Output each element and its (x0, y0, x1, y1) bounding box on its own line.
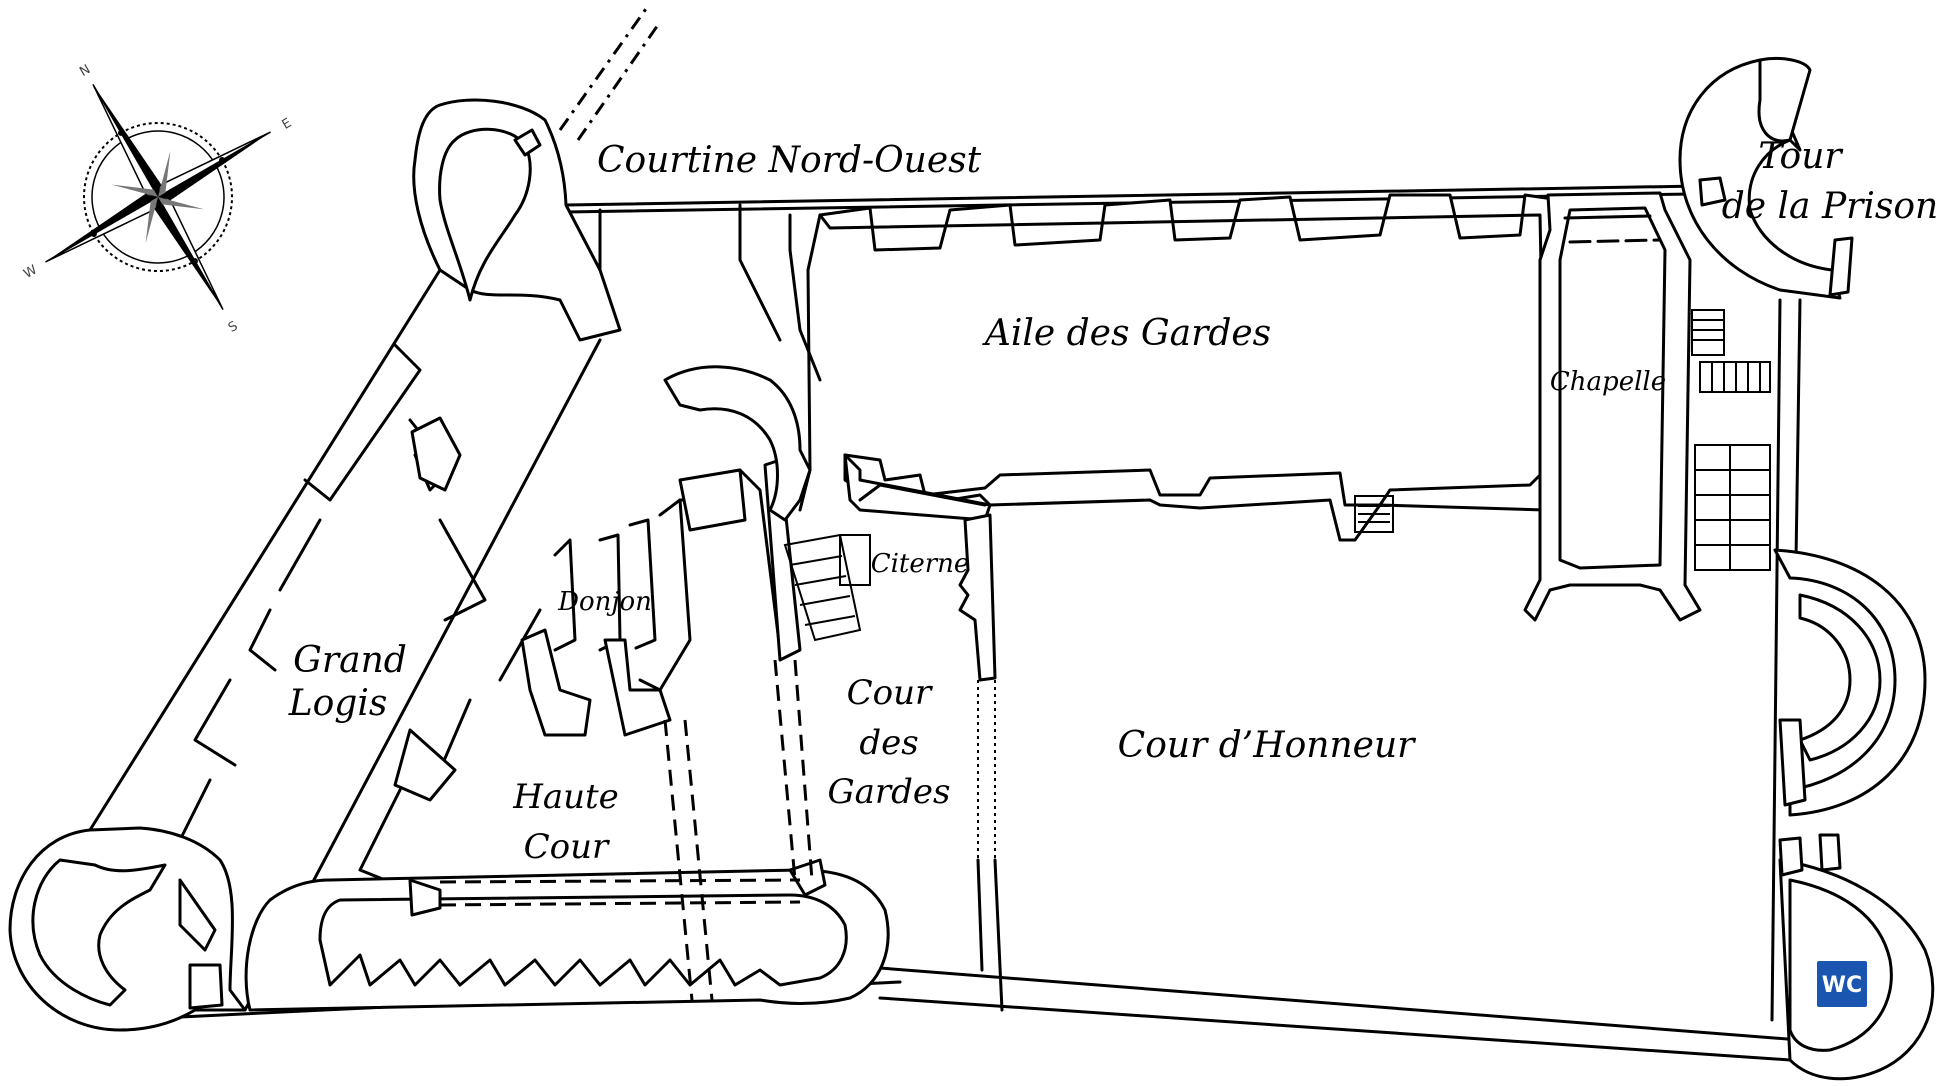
donjon-building (520, 458, 802, 737)
compass-south-letter: S (226, 319, 241, 336)
label-donjon: Donjon (557, 587, 652, 617)
label-aile-des-gardes: Aile des Gardes (982, 313, 1271, 354)
courtyard-dividers (439, 659, 1004, 1012)
label-grand-line2: Logis (288, 683, 388, 724)
citerne-area (783, 453, 997, 682)
label-cour-gardes-line1: Cour (847, 673, 933, 713)
tour-de-la-prison (1678, 56, 1854, 300)
label-cour-gardes-line3: Gardes (827, 772, 950, 812)
label-courtine-nord-ouest: Courtine Nord-Ouest (597, 140, 982, 181)
chapelle-building (1523, 191, 1702, 622)
east-half-tower (1773, 548, 1927, 817)
label-citerne: Citerne (871, 549, 970, 579)
citerne-stair (783, 533, 862, 642)
wc-icon: WC (1815, 959, 1869, 1009)
compass-west-letter: W (21, 263, 40, 282)
south-west-tower (8, 826, 247, 1032)
north-west-tower (412, 98, 622, 342)
label-haute-line1: Haute (512, 777, 619, 817)
haute-cour-south-wall (244, 858, 890, 1012)
label-cour-honneur: Cour d’Honneur (1118, 725, 1416, 766)
compass-east-letter: E (280, 116, 295, 133)
wc-label: WC (1822, 973, 1862, 998)
compass-rose-icon: N S E W (21, 62, 295, 336)
aile-des-gardes-building (598, 193, 1577, 542)
grand-logis-building (88, 268, 602, 1012)
label-cour-gardes-line2: des (859, 723, 918, 763)
compass-north-letter: N (77, 62, 93, 80)
south-east-tower (1778, 833, 1935, 1081)
aile-stair (1354, 495, 1394, 533)
east-stairs (1691, 309, 1771, 571)
label-tour-line2: de la Prison (1722, 186, 1939, 227)
label-haute-line2: Cour (524, 827, 610, 867)
label-chapelle: Chapelle (1550, 367, 1666, 397)
label-grand-line1: Grand (293, 640, 407, 681)
label-tour-line1: Tour (1758, 136, 1843, 177)
